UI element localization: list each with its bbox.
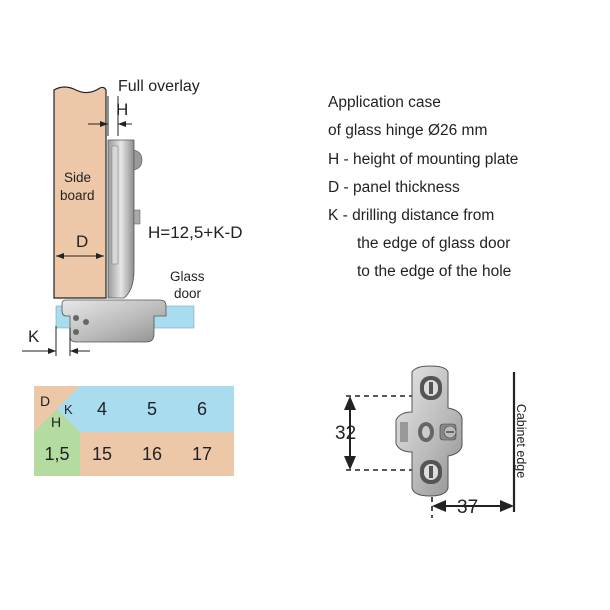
table-h-label: 1,5 (44, 443, 70, 464)
table-k-value-1: 4 (96, 398, 107, 419)
plate-dim-32: 32 (335, 423, 357, 444)
table-h-value-1: 15 (91, 443, 113, 464)
table-h-value-3: 17 (191, 443, 213, 464)
table-corner-h: H (51, 414, 62, 430)
info-line-2: of glass hinge Ø26 mm (328, 122, 488, 139)
side-board-label-2: board (60, 188, 95, 203)
info-line-5: K - drilling distance from (328, 207, 495, 224)
hinge-cup (61, 299, 167, 343)
table-h-label-bg (34, 432, 80, 476)
table-k-value-2: 5 (146, 398, 157, 419)
formula-label: H=12,5+K-D (148, 223, 243, 242)
mounting-plate (395, 365, 463, 497)
d-dimension-label: D (76, 232, 89, 251)
k-dimension-label: K (28, 327, 40, 346)
table-corner-d: D (40, 393, 51, 409)
table-h-row-bg (80, 432, 234, 476)
side-board (53, 86, 107, 299)
info-line-3: H - height of mounting plate (328, 151, 519, 168)
table-k-value-3: 6 (196, 398, 207, 419)
info-line-7: to the edge of the hole (357, 263, 512, 280)
h-dimension-label: H (116, 100, 129, 119)
cabinet-edge-label: Cabinet edge (514, 403, 528, 479)
table-h-value-2: 16 (141, 443, 163, 464)
info-line-4: D - panel thickness (328, 179, 460, 196)
info-line-6: the edge of glass door (357, 235, 511, 252)
glass-door-label-1: Glass (170, 269, 205, 284)
plate-dim-37: 37 (457, 497, 479, 518)
info-line-1: Application case (328, 94, 441, 111)
glass-door-label-2: door (174, 286, 202, 301)
table-k-row-bg (80, 386, 234, 432)
side-board-label-1: Side (64, 170, 92, 185)
table-corner-k: K (64, 402, 73, 417)
full-overlay-label: Full overlay (118, 78, 200, 95)
